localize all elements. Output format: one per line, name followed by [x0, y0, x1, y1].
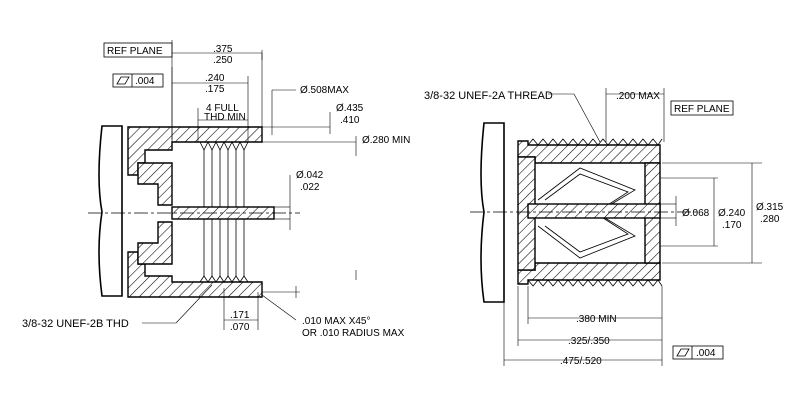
right-ref-plane-box — [670, 100, 734, 116]
right-dim-475: .475/.520 — [560, 356, 602, 367]
left-dia-042: Ø.042 — [296, 170, 324, 181]
right-dim-380: .380 MIN — [576, 314, 617, 325]
left-dia-022: .022 — [300, 182, 320, 193]
left-dim-375: .375 — [213, 44, 233, 55]
left-flatness-frame — [112, 73, 164, 88]
left-dim-171: .171 — [230, 310, 250, 321]
right-section-view: 3/8-32 UNEF-2A THREAD .200 MAX REF PLANE… — [424, 88, 784, 367]
left-panel-wall — [98, 125, 123, 297]
right-dia-068: Ø.068 — [682, 208, 710, 219]
flatness-symbol-icon — [676, 348, 690, 357]
left-dim-250: .250 — [213, 55, 233, 66]
right-dia-315: Ø.315 — [756, 202, 784, 213]
right-dia-280: .280 — [760, 214, 780, 225]
left-dia-508: Ø.508MAX — [300, 85, 349, 96]
right-ref-plane-label: REF PLANE — [674, 104, 730, 115]
left-chamfer-line2: OR .010 RADIUS MAX — [302, 328, 405, 339]
right-dim-200: .200 MAX — [616, 91, 660, 102]
flatness-symbol-icon — [116, 76, 130, 85]
left-chamfer-line1: .010 MAX X45° — [302, 316, 370, 327]
left-thread-teeth — [199, 141, 249, 283]
left-ref-plane-label: REF PLANE — [107, 46, 163, 57]
left-insert-upper — [137, 162, 173, 206]
left-body-upper — [127, 126, 263, 176]
left-thd-full-line2: THD MIN — [204, 112, 246, 123]
left-dia-410: .410 — [340, 115, 360, 126]
right-dia-240: Ø.240 — [718, 208, 746, 219]
left-dia-435: Ø.435 — [336, 103, 364, 114]
right-center-pin — [527, 203, 661, 219]
right-thread-top — [527, 138, 663, 146]
left-dim-240: .240 — [205, 73, 225, 84]
left-flatness-value: .004 — [135, 76, 155, 87]
right-dia-170: .170 — [722, 220, 742, 231]
left-dim-070: .070 — [230, 322, 250, 333]
left-insert-lower — [137, 221, 173, 265]
left-dim-175: .175 — [205, 84, 225, 95]
right-flatness-value: .004 — [696, 348, 716, 359]
right-contact-spring-upper — [537, 167, 636, 209]
right-thread-bottom — [527, 279, 663, 287]
right-contact-spring-lower — [537, 217, 636, 259]
left-section-view: REF PLANE .004 .375 .250 .240 .175 4 FUL… — [22, 40, 410, 339]
right-dim-325: .325/.350 — [568, 336, 610, 347]
right-thread-callout: 3/8-32 UNEF-2A THREAD — [424, 90, 553, 102]
right-flatness-frame — [672, 345, 724, 360]
left-dia-280-min: Ø.280 MIN — [362, 135, 410, 146]
left-thread-callout: 3/8-32 UNEF-2B THD — [22, 318, 129, 330]
left-thd-full-line1: 4 FULL — [206, 103, 239, 114]
right-panel-wall — [480, 122, 505, 303]
